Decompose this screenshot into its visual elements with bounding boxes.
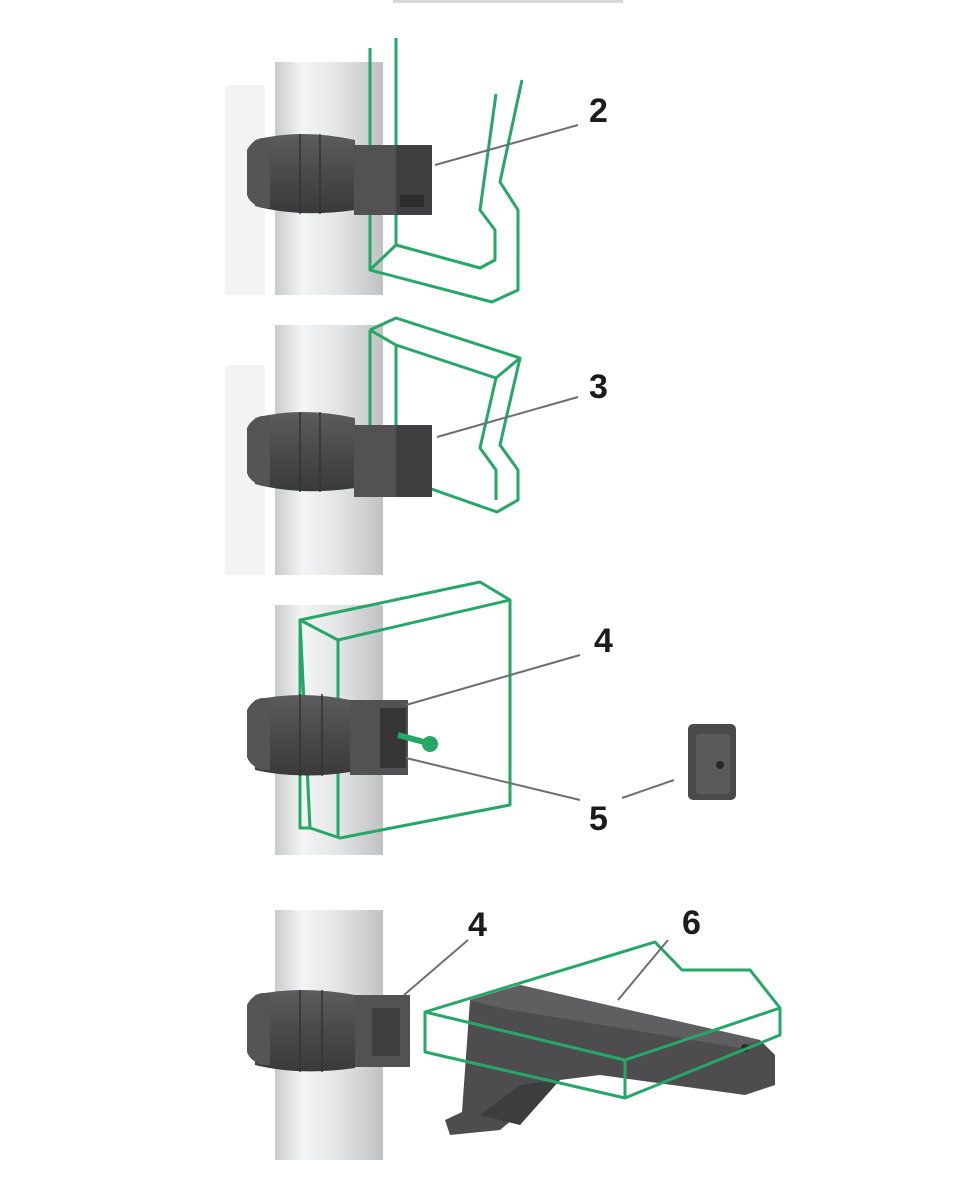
step-2-illustration: 3 (225, 316, 608, 575)
frame-outline (368, 38, 524, 304)
clamp-knob (247, 138, 270, 208)
callout-5: 5 (589, 800, 608, 838)
callout-5-leader-right (621, 779, 675, 799)
callout-3-leader (436, 396, 579, 438)
step-3-illustration: 4 5 (247, 580, 736, 855)
clamp-knob (247, 416, 270, 486)
screw-head (422, 736, 438, 752)
clamp-band (255, 695, 350, 776)
screw-shaft (397, 732, 425, 745)
clamp-band (255, 134, 355, 214)
callout-4b-leader (403, 939, 469, 996)
box-outline (298, 580, 512, 840)
shelf-outline (423, 940, 782, 1100)
callout-5-leader (405, 757, 581, 801)
callout-2: 2 (589, 92, 608, 130)
step-1-illustration: 2 (225, 38, 608, 304)
callout-6: 6 (682, 904, 701, 942)
callout-3: 3 (589, 368, 608, 406)
clamp-knob (247, 698, 270, 770)
top-edge-bar (393, 0, 623, 3)
step-4-illustration: 4 6 (247, 904, 782, 1160)
clamp-band (255, 990, 355, 1072)
callout-2-leader (434, 124, 579, 166)
callout-4: 4 (594, 622, 613, 660)
callout-6-leader (617, 939, 669, 1001)
callout-4b: 4 (468, 906, 487, 944)
callout-4-leader (405, 654, 581, 706)
clamp-band (255, 412, 355, 492)
clamp-knob (247, 993, 270, 1065)
